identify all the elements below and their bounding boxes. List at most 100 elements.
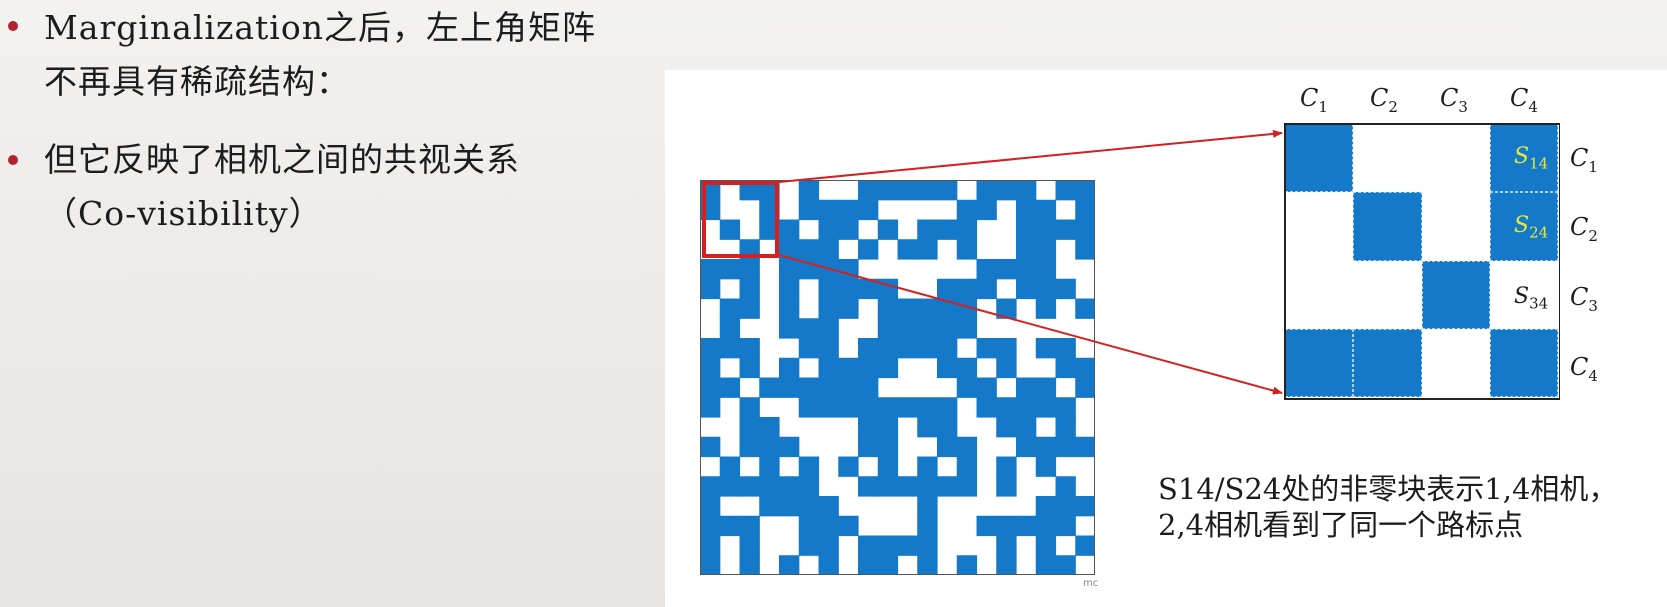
matrix-nonzero-cell: [937, 476, 958, 497]
matrix-nonzero-cell: [877, 417, 899, 438]
matrix-nonzero-cell: [897, 338, 918, 359]
matrix-nonzero-cell: [719, 377, 741, 398]
matrix-nonzero-cell: [877, 476, 899, 497]
matrix-nonzero-cell: [858, 555, 879, 575]
matrix-nonzero-cell: [956, 436, 978, 458]
matrix-nonzero-cell: [779, 239, 800, 260]
matrix-nonzero-cell: [877, 397, 899, 418]
matrix-nonzero-cell: [779, 377, 800, 398]
matrix-nonzero-cell: [779, 496, 800, 517]
matrix-nonzero-cell: [818, 515, 839, 537]
matrix-nonzero-cell: [838, 199, 859, 221]
matrix-nonzero-cell: [917, 515, 938, 537]
matrix-nonzero-cell: [937, 180, 958, 201]
matrix-nonzero-cell: [1055, 357, 1076, 379]
matrix-nonzero-cell: [779, 298, 800, 319]
matrix-nonzero-cell: [996, 456, 1017, 477]
matrix-nonzero-cell: [858, 180, 879, 201]
matrix-nonzero-cell: [1016, 219, 1037, 240]
matrix-nonzero-cell: [838, 456, 859, 477]
matrix-nonzero-cell: [1016, 417, 1037, 438]
matrix-nonzero-cell: [917, 338, 938, 359]
matrix-nonzero-cell: [700, 397, 721, 418]
matrix-nonzero-cell: [1055, 397, 1076, 418]
matrix-nonzero-cell: [798, 515, 820, 537]
matrix-nonzero-cell: [976, 397, 997, 418]
matrix-nonzero-cell: [700, 496, 721, 517]
matrix-nonzero-cell: [700, 555, 721, 575]
matrix-nonzero-cell: [917, 397, 938, 418]
matrix-nonzero-cell: [818, 219, 839, 240]
bullet-line: 不再具有稀疏结构：: [44, 62, 350, 101]
matrix-nonzero-cell: [917, 417, 938, 438]
matrix-nonzero-cell: [1055, 436, 1076, 458]
matrix-nonzero-cell: [956, 239, 978, 260]
matrix-nonzero-cell: [937, 436, 958, 458]
matrix-nonzero-cell: [1075, 357, 1095, 379]
zoom-block-zero: [1422, 192, 1490, 260]
matrix-nonzero-cell: [1016, 199, 1037, 221]
matrix-nonzero-cell: [937, 397, 958, 418]
matrix-nonzero-cell: [1075, 219, 1095, 240]
matrix-nonzero-cell: [700, 436, 721, 458]
column-label-c1: C1: [1300, 84, 1328, 116]
matrix-nonzero-cell: [996, 180, 1017, 201]
matrix-nonzero-cell: [739, 417, 760, 438]
matrix-nonzero-cell: [1035, 259, 1057, 280]
matrix-nonzero-cell: [858, 397, 879, 418]
matrix-nonzero-cell: [1075, 377, 1095, 398]
column-label-c3: C3: [1440, 84, 1468, 116]
matrix-nonzero-cell: [956, 278, 978, 300]
matrix-nonzero-cell: [877, 436, 899, 458]
matrix-nonzero-cell: [1055, 496, 1076, 517]
matrix-nonzero-cell: [1075, 298, 1095, 319]
matrix-nonzero-cell: [858, 338, 879, 359]
matrix-nonzero-cell: [1055, 338, 1076, 359]
matrix-nonzero-cell: [798, 338, 820, 359]
matrix-nonzero-cell: [1075, 199, 1095, 221]
matrix-nonzero-cell: [1055, 555, 1076, 575]
matrix-nonzero-cell: [759, 476, 780, 497]
matrix-nonzero-cell: [877, 338, 899, 359]
matrix-nonzero-cell: [838, 357, 859, 379]
matrix-nonzero-cell: [818, 555, 839, 575]
matrix-nonzero-cell: [779, 476, 800, 497]
matrix-nonzero-cell: [917, 219, 938, 240]
matrix-nonzero-cell: [937, 318, 958, 339]
matrix-nonzero-cell: [877, 357, 899, 379]
matrix-nonzero-cell: [1035, 535, 1057, 556]
matrix-nonzero-cell: [779, 219, 800, 240]
matrix-nonzero-cell: [956, 555, 978, 575]
matrix-nonzero-cell: [996, 357, 1017, 379]
matrix-nonzero-cell: [917, 496, 938, 517]
matrix-nonzero-cell: [719, 338, 741, 359]
zoom-matrix: [1285, 124, 1558, 397]
matrix-nonzero-cell: [700, 535, 721, 556]
matrix-nonzero-cell: [1016, 436, 1037, 458]
matrix-nonzero-cell: [1075, 535, 1095, 556]
matrix-nonzero-cell: [996, 397, 1017, 418]
matrix-nonzero-cell: [858, 199, 879, 221]
matrix-nonzero-cell: [858, 357, 879, 379]
matrix-nonzero-cell: [838, 219, 859, 240]
matrix-nonzero-cell: [779, 278, 800, 300]
matrix-nonzero-cell: [739, 278, 760, 300]
matrix-nonzero-cell: [917, 180, 938, 201]
matrix-nonzero-cell: [759, 199, 780, 221]
highlight-box: [702, 181, 779, 258]
matrix-nonzero-cell: [937, 338, 958, 359]
matrix-nonzero-cell: [858, 476, 879, 497]
block-label-s34: S34: [1514, 284, 1549, 313]
matrix-nonzero-cell: [1035, 397, 1057, 418]
matrix-nonzero-cell: [759, 180, 780, 201]
matrix-nonzero-cell: [818, 199, 839, 221]
matrix-nonzero-cell: [798, 318, 820, 339]
zoom-block-nonzero: [1353, 328, 1422, 397]
matrix-nonzero-cell: [739, 436, 760, 458]
matrix-nonzero-cell: [1075, 496, 1095, 517]
row-label-c1: C1: [1570, 144, 1598, 176]
matrix-nonzero-cell: [1016, 180, 1037, 201]
matrix-nonzero-cell: [838, 515, 859, 537]
matrix-nonzero-cell: [937, 219, 958, 240]
matrix-nonzero-cell: [996, 555, 1017, 575]
